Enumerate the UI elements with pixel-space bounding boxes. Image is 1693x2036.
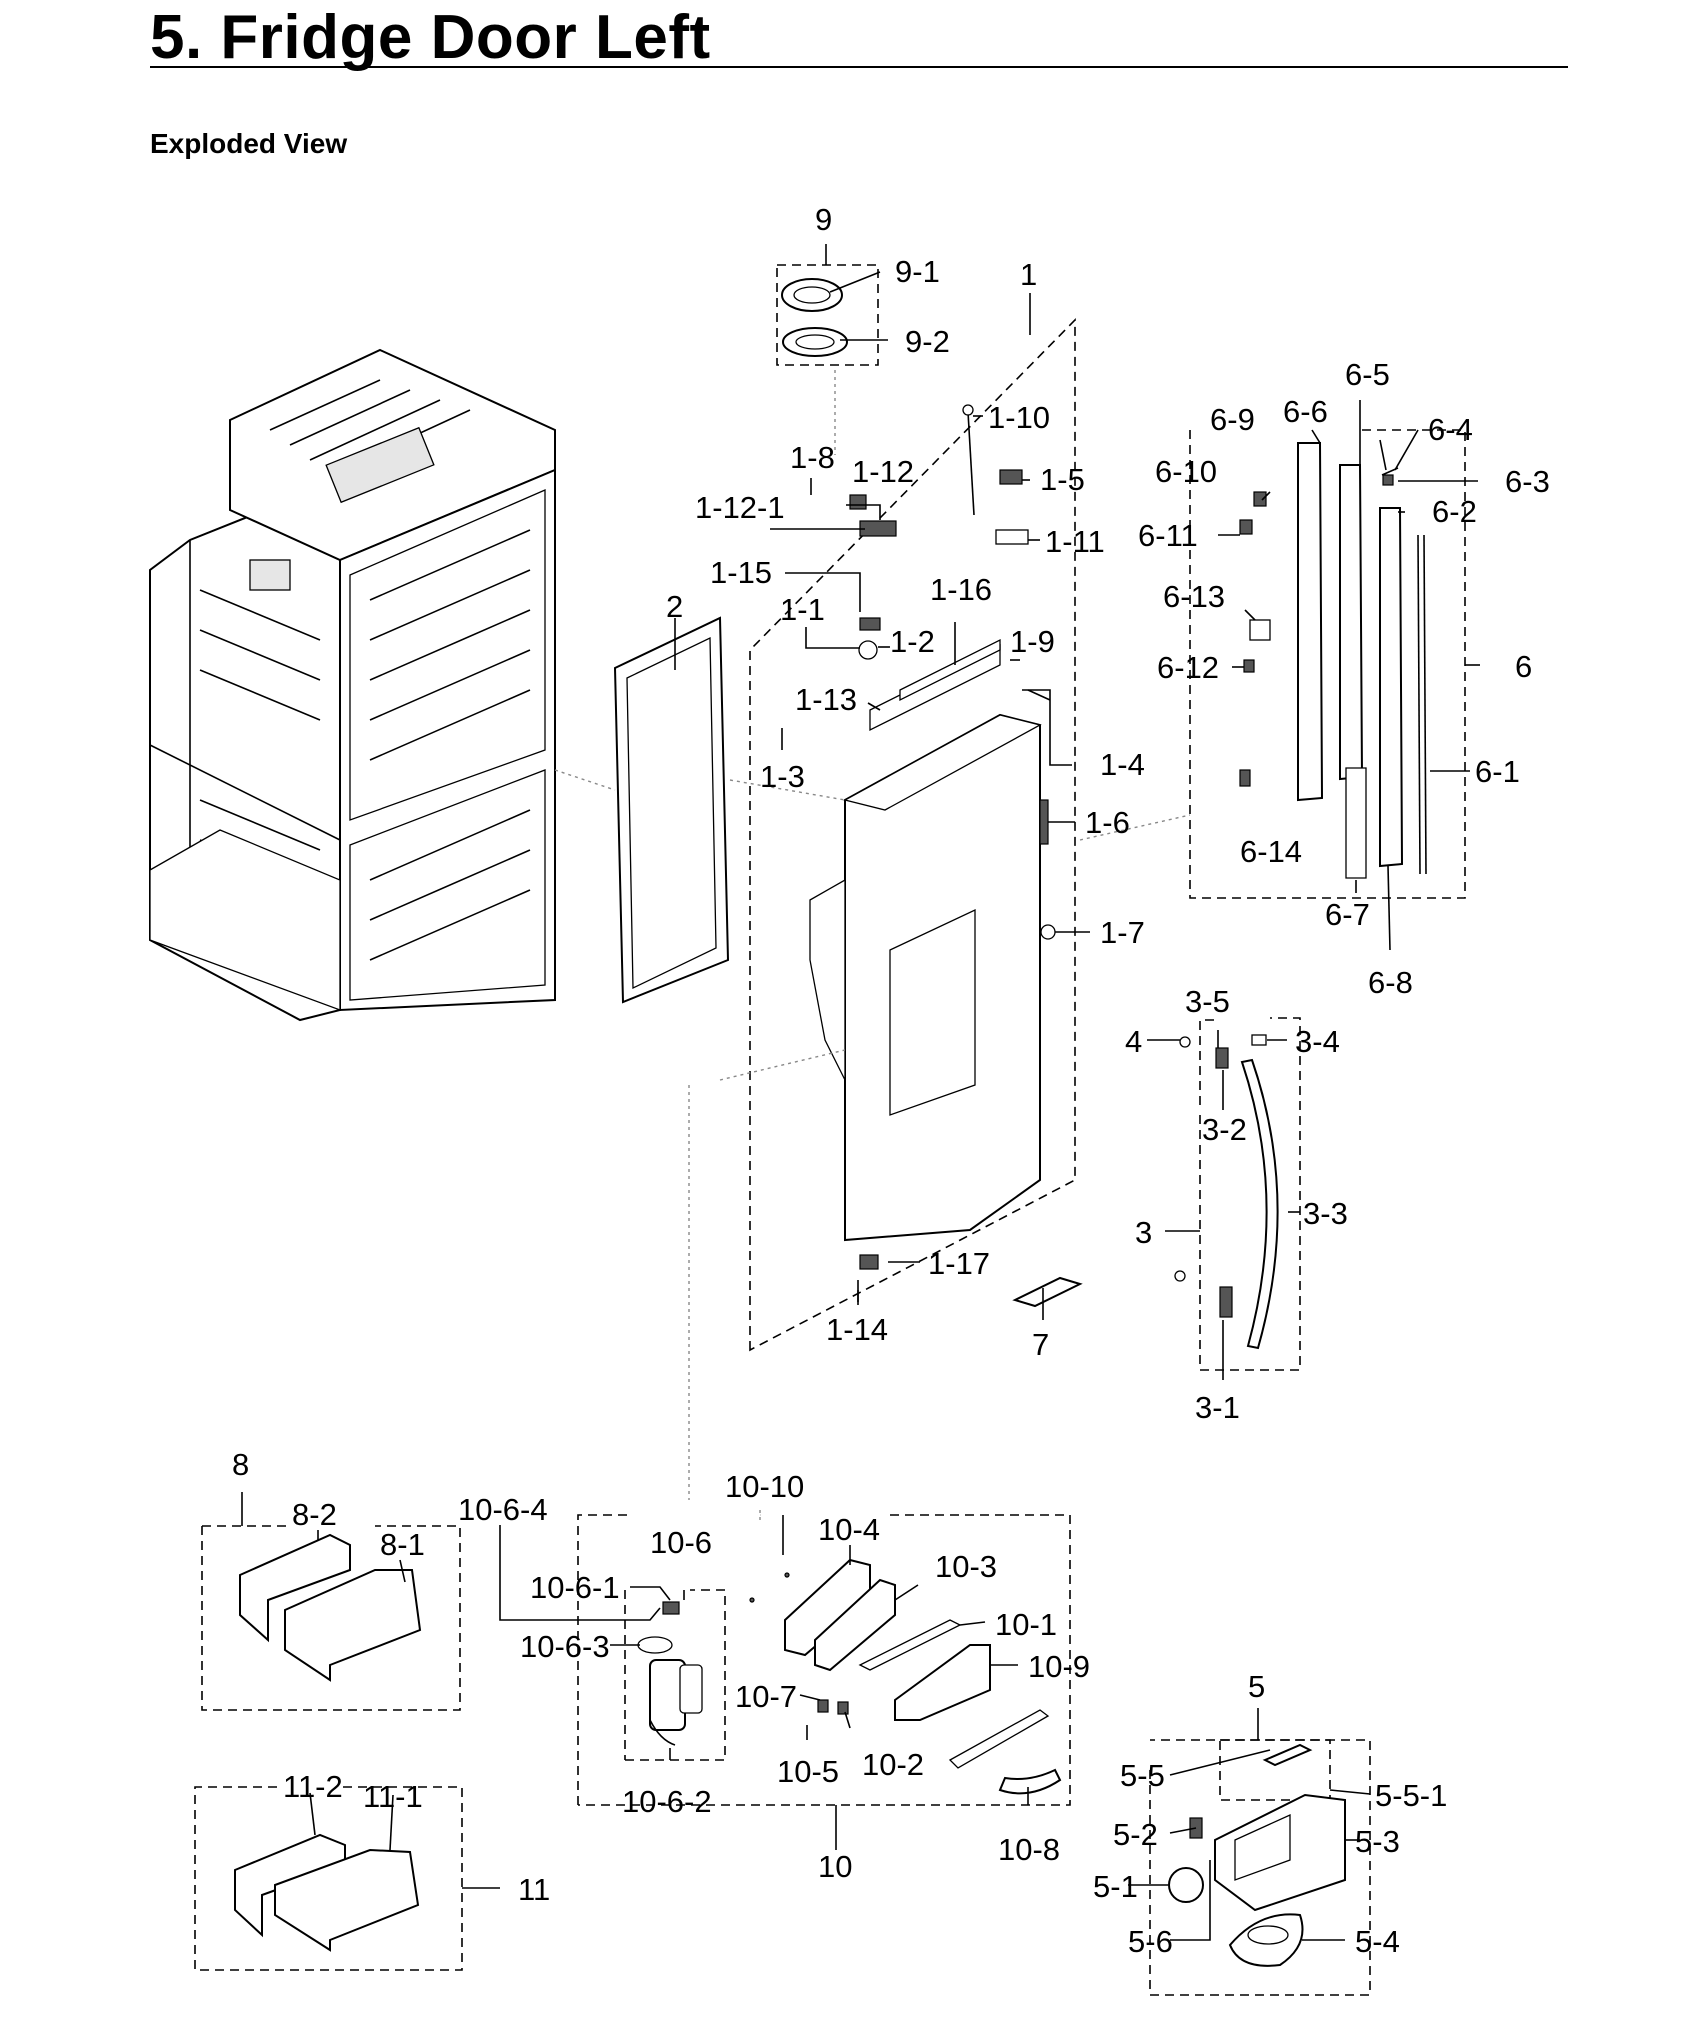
group-11 — [194, 1786, 463, 1971]
callout-label: 10-6-1 — [530, 1570, 620, 1605]
callout-label: 8-2 — [292, 1497, 337, 1532]
callout-label: 1 — [1020, 257, 1037, 292]
group-6 — [1189, 429, 1466, 899]
callout-label: 1-6 — [1085, 805, 1130, 840]
callout-label: 5-2 — [1113, 1817, 1158, 1852]
title-rule — [150, 66, 1568, 68]
callout-label: 3-1 — [1195, 1390, 1240, 1425]
callout-label: 10-2 — [862, 1747, 924, 1782]
callout-label: 1-3 — [760, 759, 805, 794]
callout-labels: 9 9-1 9-2 1 1-10 1-8 1-12 1-5 1-12-1 1-1… — [232, 202, 1550, 1959]
callout-label: 5 — [1248, 1669, 1265, 1704]
leader-lines — [241, 244, 1480, 1941]
callout-label: 5-3 — [1355, 1824, 1400, 1859]
callout-label: 10-7 — [735, 1679, 797, 1714]
callout-label: 6 — [1515, 649, 1532, 684]
callout-label: 1-7 — [1100, 915, 1145, 950]
callout-label: 10-6 — [650, 1525, 712, 1560]
callout-label: 10-1 — [995, 1607, 1057, 1642]
callout-label: 1-12 — [852, 454, 914, 489]
callout-label: 6-2 — [1432, 494, 1477, 529]
fridge-cabinet — [149, 348, 556, 1022]
callout-label: 6-13 — [1163, 579, 1225, 614]
part-7 — [1012, 1276, 1083, 1308]
group-3 — [1174, 1017, 1301, 1371]
callout-label: 1-9 — [1010, 624, 1055, 659]
callout-label: 1-12-1 — [695, 490, 785, 525]
alignment-lines — [554, 370, 1191, 1520]
group-5 — [1149, 1739, 1371, 1996]
callout-label: 6-7 — [1325, 897, 1370, 932]
callout-label: 10-6-2 — [622, 1784, 712, 1819]
callout-label: 1-5 — [1040, 462, 1085, 497]
callout-label: 1-4 — [1100, 747, 1145, 782]
callout-label: 1-14 — [826, 1312, 888, 1347]
callout-label: 3-4 — [1295, 1024, 1340, 1059]
callout-label: 1-10 — [988, 400, 1050, 435]
callout-label: 5-5-1 — [1375, 1778, 1447, 1813]
callout-label: 11-1 — [363, 1779, 423, 1814]
callout-label: 1-15 — [710, 555, 772, 590]
callout-label: 10-10 — [725, 1469, 804, 1504]
callout-label: 6-14 — [1240, 834, 1302, 869]
callout-label: 9-1 — [895, 254, 940, 289]
callout-label: 6-8 — [1368, 965, 1413, 1000]
door-assembly — [749, 318, 1076, 1352]
callout-label: 10-6-3 — [520, 1629, 610, 1664]
group-10 — [577, 1514, 1071, 1806]
callout-label: 1-11 — [1045, 524, 1105, 559]
callout-label: 1-16 — [930, 572, 992, 607]
callout-label: 5-6 — [1128, 1924, 1173, 1959]
callout-label: 10-9 — [1028, 1649, 1090, 1684]
callout-label: 10-5 — [777, 1754, 839, 1789]
callout-label: 3-3 — [1303, 1196, 1348, 1231]
callout-label: 2 — [666, 589, 683, 624]
callout-label: 4 — [1125, 1024, 1142, 1059]
callout-label: 10-3 — [935, 1549, 997, 1584]
callout-label: 1-2 — [890, 624, 935, 659]
group-8 — [201, 1525, 461, 1711]
callout-label: 9 — [815, 202, 832, 237]
callout-label: 6-4 — [1428, 412, 1473, 447]
callout-label: 5-5 — [1120, 1758, 1165, 1793]
callout-label: 5-1 — [1093, 1869, 1138, 1904]
page-title: 5. Fridge Door Left — [150, 3, 711, 72]
callout-label: 1-8 — [790, 440, 835, 475]
callout-label: 6-12 — [1157, 650, 1219, 685]
callout-label: 6-6 — [1283, 394, 1328, 429]
callout-label: 1-13 — [795, 682, 857, 717]
callout-label: 3-5 — [1185, 984, 1230, 1019]
callout-label: 9-2 — [905, 324, 950, 359]
callout-label: 6-5 — [1345, 357, 1390, 392]
callout-label: 10 — [818, 1849, 852, 1884]
callout-label: 3-2 — [1202, 1112, 1247, 1147]
callout-label: 6-10 — [1155, 454, 1217, 489]
callout-label: 5-4 — [1355, 1924, 1400, 1959]
callout-label: 10-4 — [818, 1512, 880, 1547]
group-9 — [776, 264, 879, 366]
callout-label: 7 — [1032, 1327, 1049, 1362]
callout-label: 11 — [518, 1872, 550, 1907]
callout-label: 8-1 — [380, 1527, 425, 1562]
callout-label: 6-11 — [1138, 518, 1198, 553]
callout-label: 10-8 — [998, 1832, 1060, 1867]
callout-label: 6-9 — [1210, 402, 1255, 437]
callout-label: 6-3 — [1505, 464, 1550, 499]
callout-label: 1-1 — [780, 592, 825, 627]
callout-label: 3 — [1135, 1215, 1152, 1250]
callout-label: 11-2 — [283, 1769, 343, 1804]
callout-label: 10-6-4 — [458, 1492, 548, 1527]
door-gasket — [613, 616, 730, 1004]
callout-label: 8 — [232, 1447, 249, 1482]
callout-label: 6-1 — [1475, 754, 1520, 789]
section-title: Exploded View — [150, 128, 348, 159]
callout-label: 1-17 — [928, 1246, 990, 1281]
